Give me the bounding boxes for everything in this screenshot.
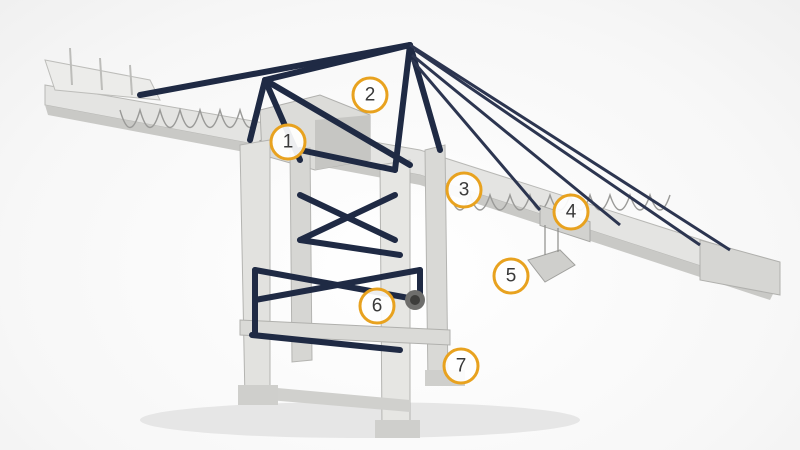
drive-wheel	[405, 290, 425, 310]
ground-shadow	[140, 402, 580, 438]
callout-6: 6	[358, 287, 396, 325]
spreader	[527, 225, 576, 283]
callout-label: 4	[566, 202, 577, 223]
callout-label: 5	[506, 266, 517, 287]
forestays	[409, 43, 731, 252]
callout-7: 7	[442, 347, 480, 385]
callout-label: 6	[372, 296, 383, 317]
callout-label: 3	[459, 180, 470, 201]
callout-3: 3	[445, 171, 483, 209]
callout-2: 2	[351, 76, 389, 114]
boom-girder	[44, 47, 781, 300]
callout-4: 4	[552, 193, 590, 231]
callout-label: 2	[365, 85, 376, 106]
bracing-members	[137, 42, 443, 353]
callout-5: 5	[492, 257, 530, 295]
callout-1: 1	[269, 123, 307, 161]
callout-label: 7	[456, 356, 467, 377]
callout-label: 1	[283, 132, 294, 153]
